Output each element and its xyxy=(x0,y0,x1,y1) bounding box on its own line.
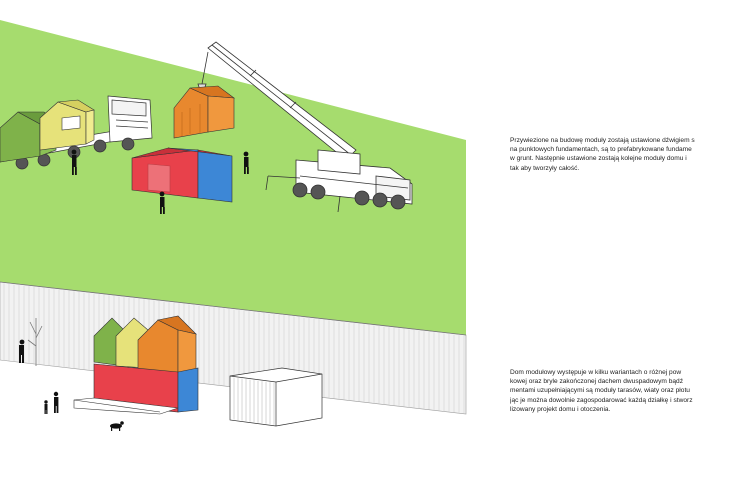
module-yellow-on-truck xyxy=(39,99,95,151)
dog xyxy=(110,421,124,431)
caption-line: tak aby tworzyły całość. xyxy=(510,164,580,172)
caption-line: mentami uzupełniającymi są moduły tarasó… xyxy=(510,387,690,395)
finished-modular-house xyxy=(73,315,199,415)
people-on-lawn xyxy=(71,149,249,214)
module-orange-hanging xyxy=(173,85,236,139)
crane xyxy=(197,41,413,213)
caption-line: jąc je można dowolnie zagospodarować każ… xyxy=(510,396,693,404)
caption-line: Dom modułowy występuje w kilku wariantac… xyxy=(510,369,682,376)
module-red-blue-on-lawn xyxy=(131,147,233,203)
caption-line: Przywiezione na budowę moduły zostają us… xyxy=(510,137,695,144)
caption-delivery: Przywiezione na budowę moduły zostają us… xyxy=(510,136,730,173)
container-module xyxy=(229,367,323,427)
caption-line: lizowany projekt domu i otoczenia. xyxy=(510,405,611,413)
people-lower xyxy=(19,339,59,414)
caption-line: na punktowych fundamentach, są to prefab… xyxy=(510,146,692,154)
caption-line: w grunt. Następnie ustawione zostają kol… xyxy=(510,155,687,163)
caption-line: kowej oraz bryle zakończonej dachem dwus… xyxy=(510,378,683,386)
caption-variants: Dom modułowy występuje w kilku wariantac… xyxy=(510,368,730,414)
bare-tree xyxy=(27,318,43,366)
